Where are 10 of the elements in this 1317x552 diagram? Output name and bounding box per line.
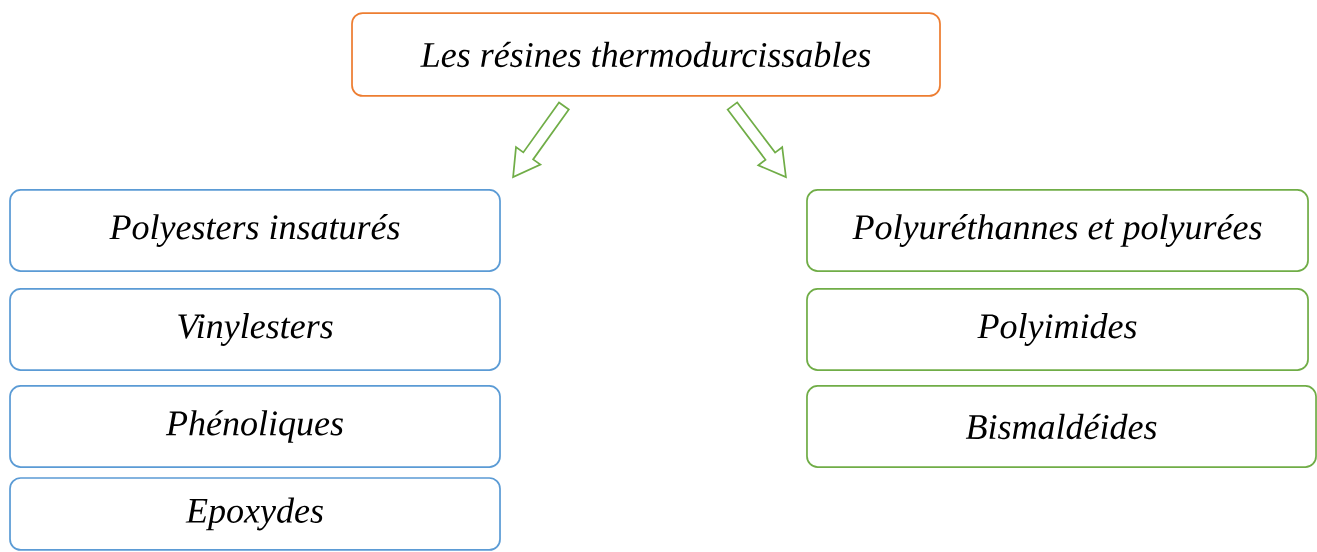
block-arrow	[512, 101, 570, 179]
category-box: Epoxydes	[9, 477, 501, 551]
category-box: Bismaldéides	[806, 385, 1317, 468]
category-box: Les résines thermodurcissables	[351, 12, 941, 97]
block-arrow	[726, 101, 787, 179]
category-box: Polyuréthannes et polyurées	[806, 189, 1309, 272]
category-box: Polyimides	[806, 288, 1309, 371]
category-box: Vinylesters	[9, 288, 501, 371]
category-box: Polyesters insaturés	[9, 189, 501, 272]
category-box: Phénoliques	[9, 385, 501, 468]
